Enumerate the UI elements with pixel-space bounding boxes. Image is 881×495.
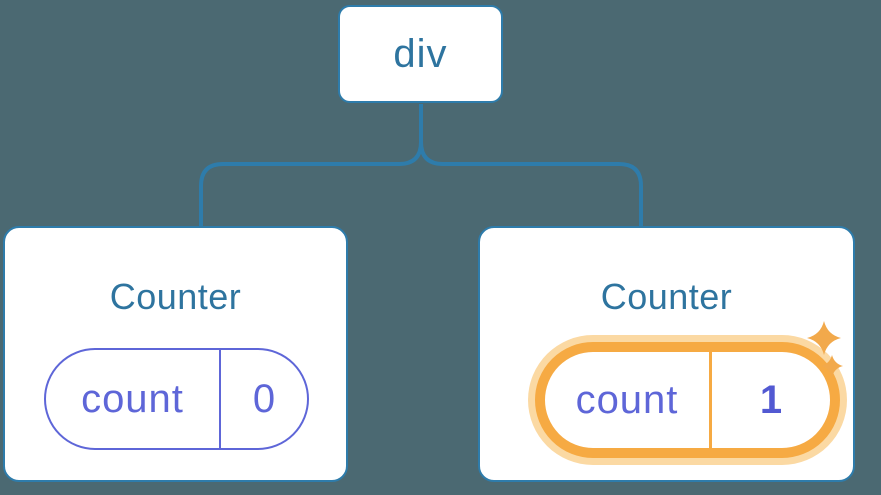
connector-right-branch	[419, 104, 643, 226]
state-pill-left: count 0	[44, 348, 309, 450]
state-value-left: 0	[219, 350, 307, 448]
connector-left-branch	[199, 104, 423, 226]
root-node-div: div	[338, 5, 503, 103]
state-label-left: count	[81, 376, 184, 421]
sparkle-icon-small	[821, 355, 843, 377]
state-pill-right-highlighted: count 1	[535, 342, 840, 458]
state-label-right: count	[575, 377, 679, 422]
sparkle-icon-large	[807, 321, 841, 355]
counter-card-left: Counter count 0	[3, 226, 348, 482]
root-node-label: div	[393, 31, 448, 76]
counter-right-title: Counter	[600, 276, 733, 317]
counter-left-title: Counter	[109, 276, 242, 317]
counter-card-right: Counter count 1	[478, 226, 855, 482]
state-value-right: 1	[709, 352, 830, 448]
sparkle-icons	[807, 321, 843, 377]
